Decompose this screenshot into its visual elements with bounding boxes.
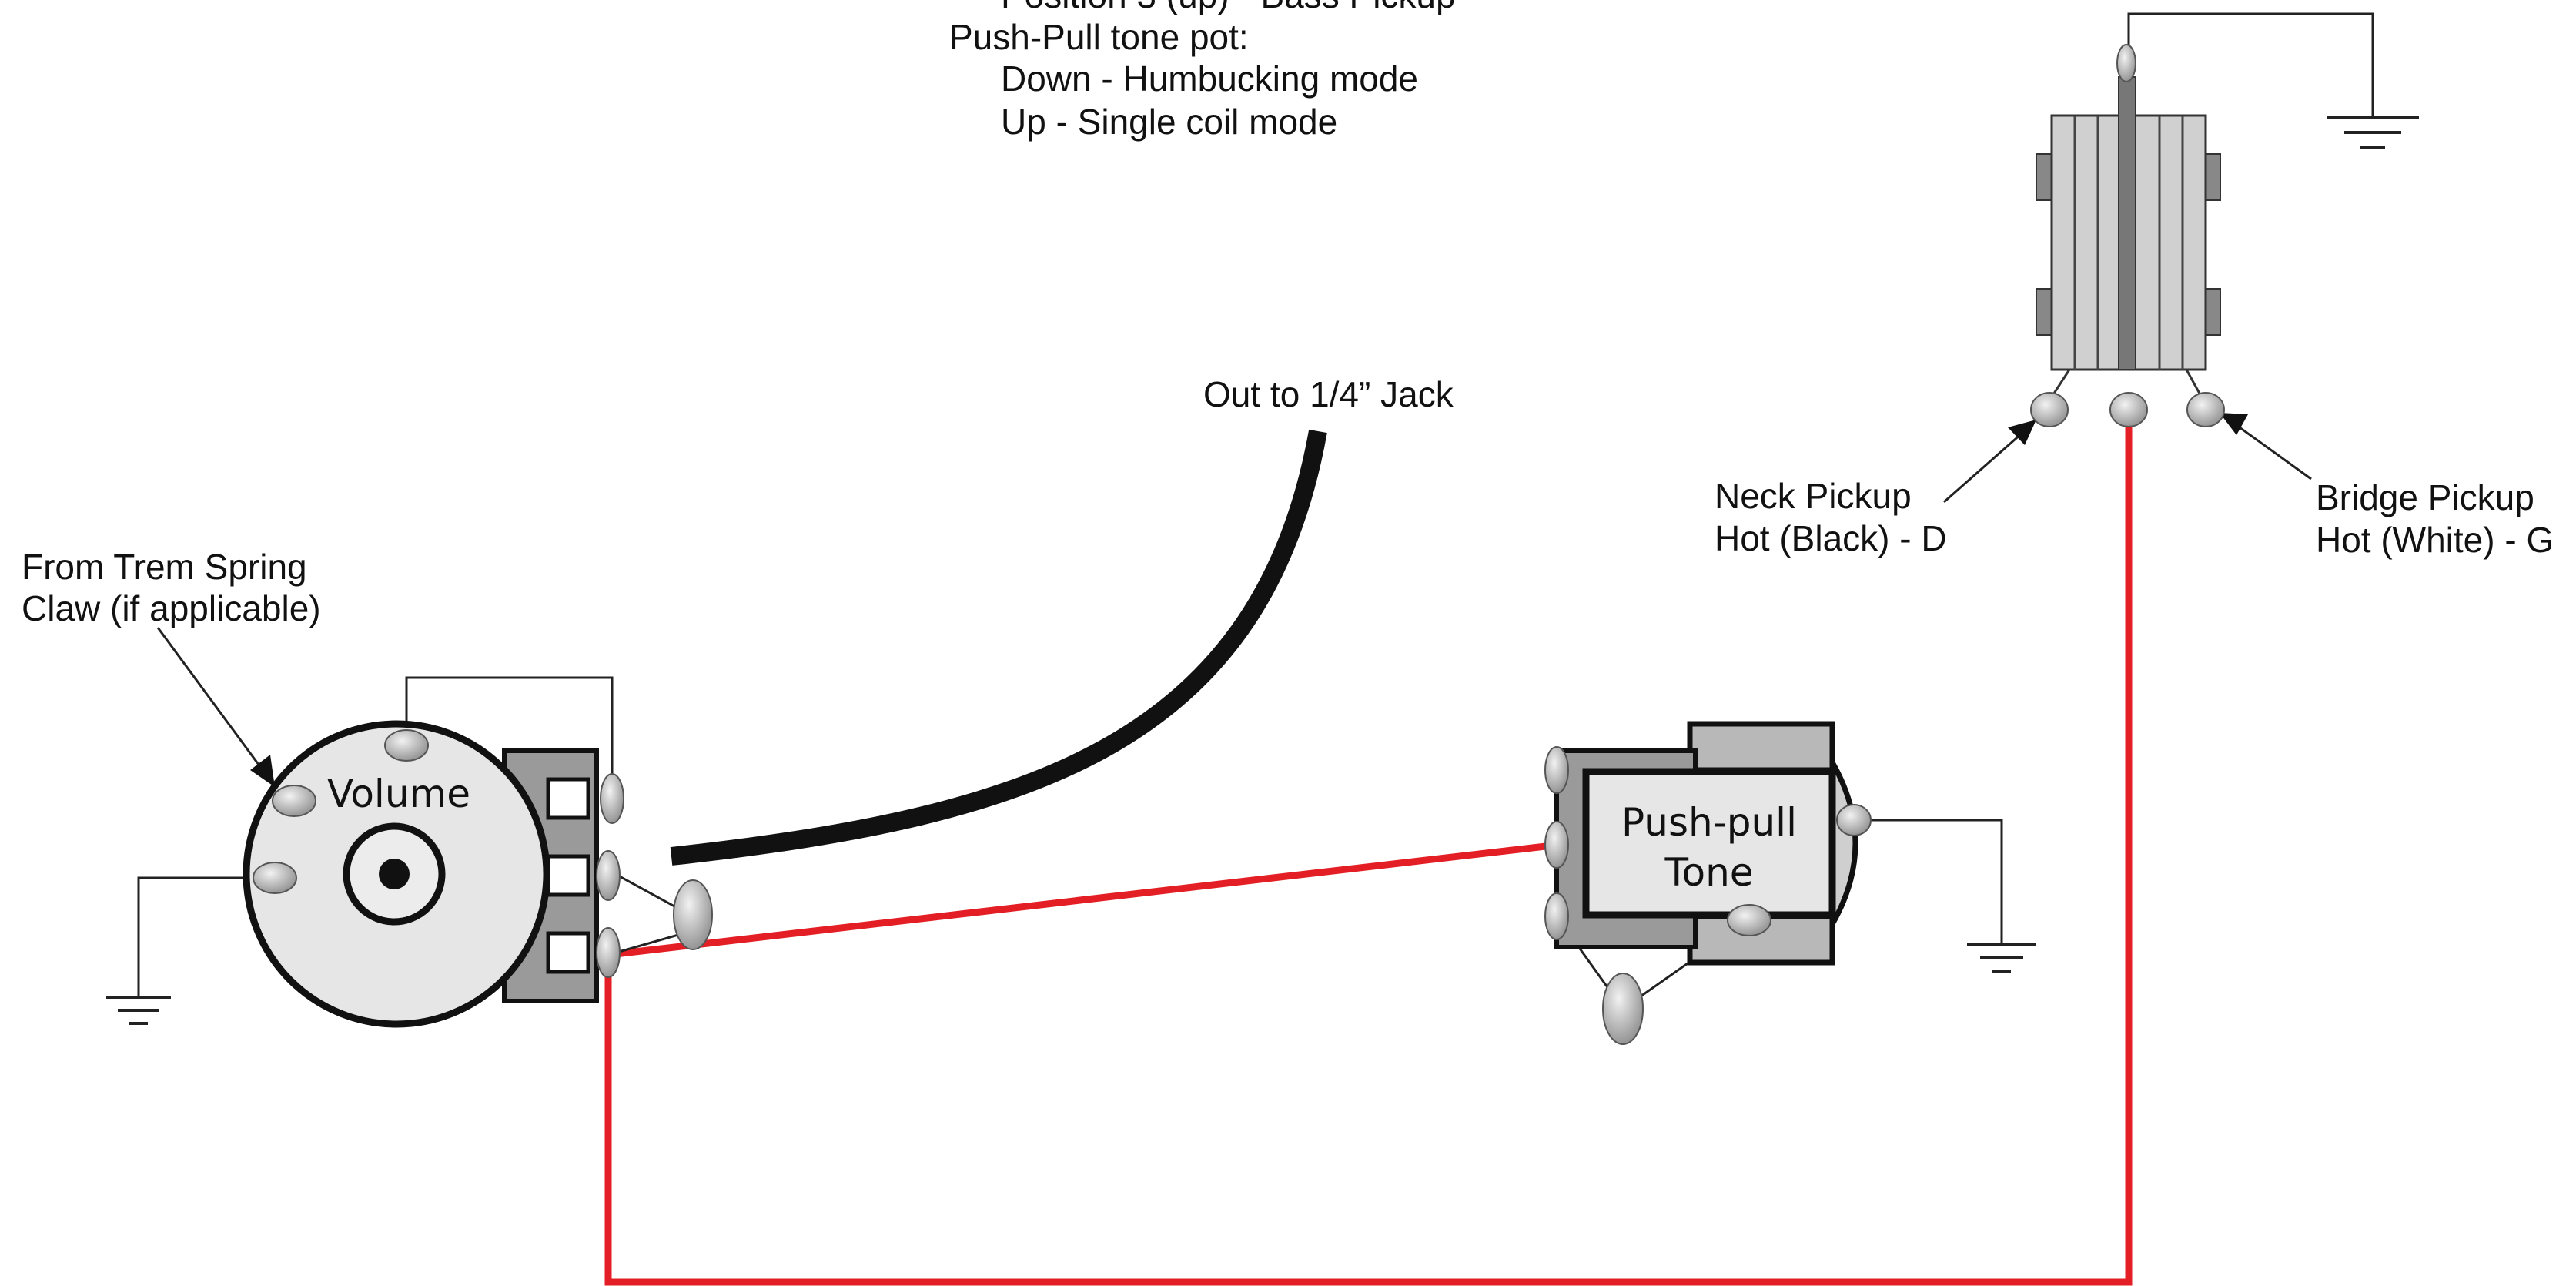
wiring-notes: Position 3 (up) - Bass Pickup Push-Pull … (949, 0, 1456, 142)
volume-shaft (379, 859, 410, 889)
neck-pickup-label-line2: Hot (Black) - D (1715, 518, 1947, 558)
volume-to-tone-wire (607, 841, 1560, 959)
tone-capacitor (1602, 973, 1644, 1045)
bridge-pickup-label-line1: Bridge Pickup (2316, 477, 2534, 517)
neck-pickup-label-line1: Neck Pickup (1715, 476, 1912, 516)
tone-solder-point-body (1727, 904, 1771, 936)
trem-claw-label-line2: Claw (if applicable) (22, 588, 321, 628)
volume-solder-point-left (272, 785, 316, 817)
neck-arrowhead (2008, 420, 2036, 445)
arrowheads (250, 413, 2248, 787)
switch-ground-icon (2327, 116, 2419, 149)
hot-wire-loop (604, 412, 2133, 1286)
tone-solder-point-rear (1836, 804, 1872, 836)
trem-arrowhead (250, 755, 275, 787)
bridge-arrow-line (2228, 418, 2312, 481)
volume-top-wire (405, 676, 614, 797)
volume-lug-slot (546, 931, 590, 974)
switch-lever-slot (2118, 76, 2136, 370)
switch-ground-lug (2116, 44, 2136, 82)
tone-ground-icon (1967, 943, 2036, 973)
output-jack-label: Out to 1/4” Jack (1203, 374, 1454, 414)
volume-pot: Volume (243, 720, 713, 1028)
wires (137, 12, 2374, 1286)
output-cable (670, 429, 1327, 866)
tone-ground-wire (1854, 819, 2003, 943)
volume-capacitor (673, 879, 713, 950)
tone-switch-block-top (1687, 721, 1835, 773)
tone-pot-label-line1: Push-pull (1621, 800, 1797, 845)
volume-lug-2 (596, 850, 621, 901)
switch-ground-wire (2127, 12, 2374, 116)
bridge-arrowhead (2220, 413, 2248, 435)
diagram-labels: Out to 1/4” Jack From Trem Spring Claw (… (22, 374, 2554, 628)
neck-arrow-line (1943, 426, 2029, 504)
volume-lug-3 (596, 927, 621, 978)
volume-pot-label: Volume (327, 772, 470, 816)
ground-symbols (106, 116, 2419, 1025)
tone-pot: Push-pull Tone (1544, 721, 1872, 1045)
volume-lug-slot (546, 854, 590, 897)
note-single-coil-mode: Up - Single coil mode (1001, 102, 1337, 142)
note-humbucking-mode: Down - Humbucking mode (1001, 59, 1418, 99)
tone-pot-body (1582, 768, 1836, 919)
volume-solder-point-top (384, 729, 429, 762)
bridge-pickup-label-line2: Hot (White) - G (2316, 520, 2554, 560)
tone-lug-2 (1544, 821, 1569, 869)
switch-lug-common (2109, 392, 2148, 427)
tone-lug-1 (1544, 746, 1569, 794)
tone-pot-label-line2: Tone (1664, 850, 1753, 895)
volume-ground-icon (106, 996, 171, 1025)
tone-pot-rear (1829, 752, 1858, 935)
volume-lug-1 (600, 773, 624, 824)
switch-lug-neck (2030, 392, 2069, 427)
pickup-selector-switch (2030, 44, 2225, 427)
volume-ground-wire (137, 876, 262, 996)
volume-lug-slot (546, 777, 590, 820)
note-push-pull-title: Push-Pull tone pot: (949, 17, 1249, 57)
tone-lug-3 (1544, 892, 1569, 940)
trem-claw-label-line1: From Trem Spring (22, 547, 307, 587)
note-position-3: Position 3 (up) - Bass Pickup (1001, 0, 1456, 15)
volume-solder-point-ground (253, 862, 297, 894)
trem-arrow-line (156, 627, 271, 780)
volume-cap-lead-b (607, 930, 690, 956)
switch-lug-bridge (2186, 392, 2225, 427)
